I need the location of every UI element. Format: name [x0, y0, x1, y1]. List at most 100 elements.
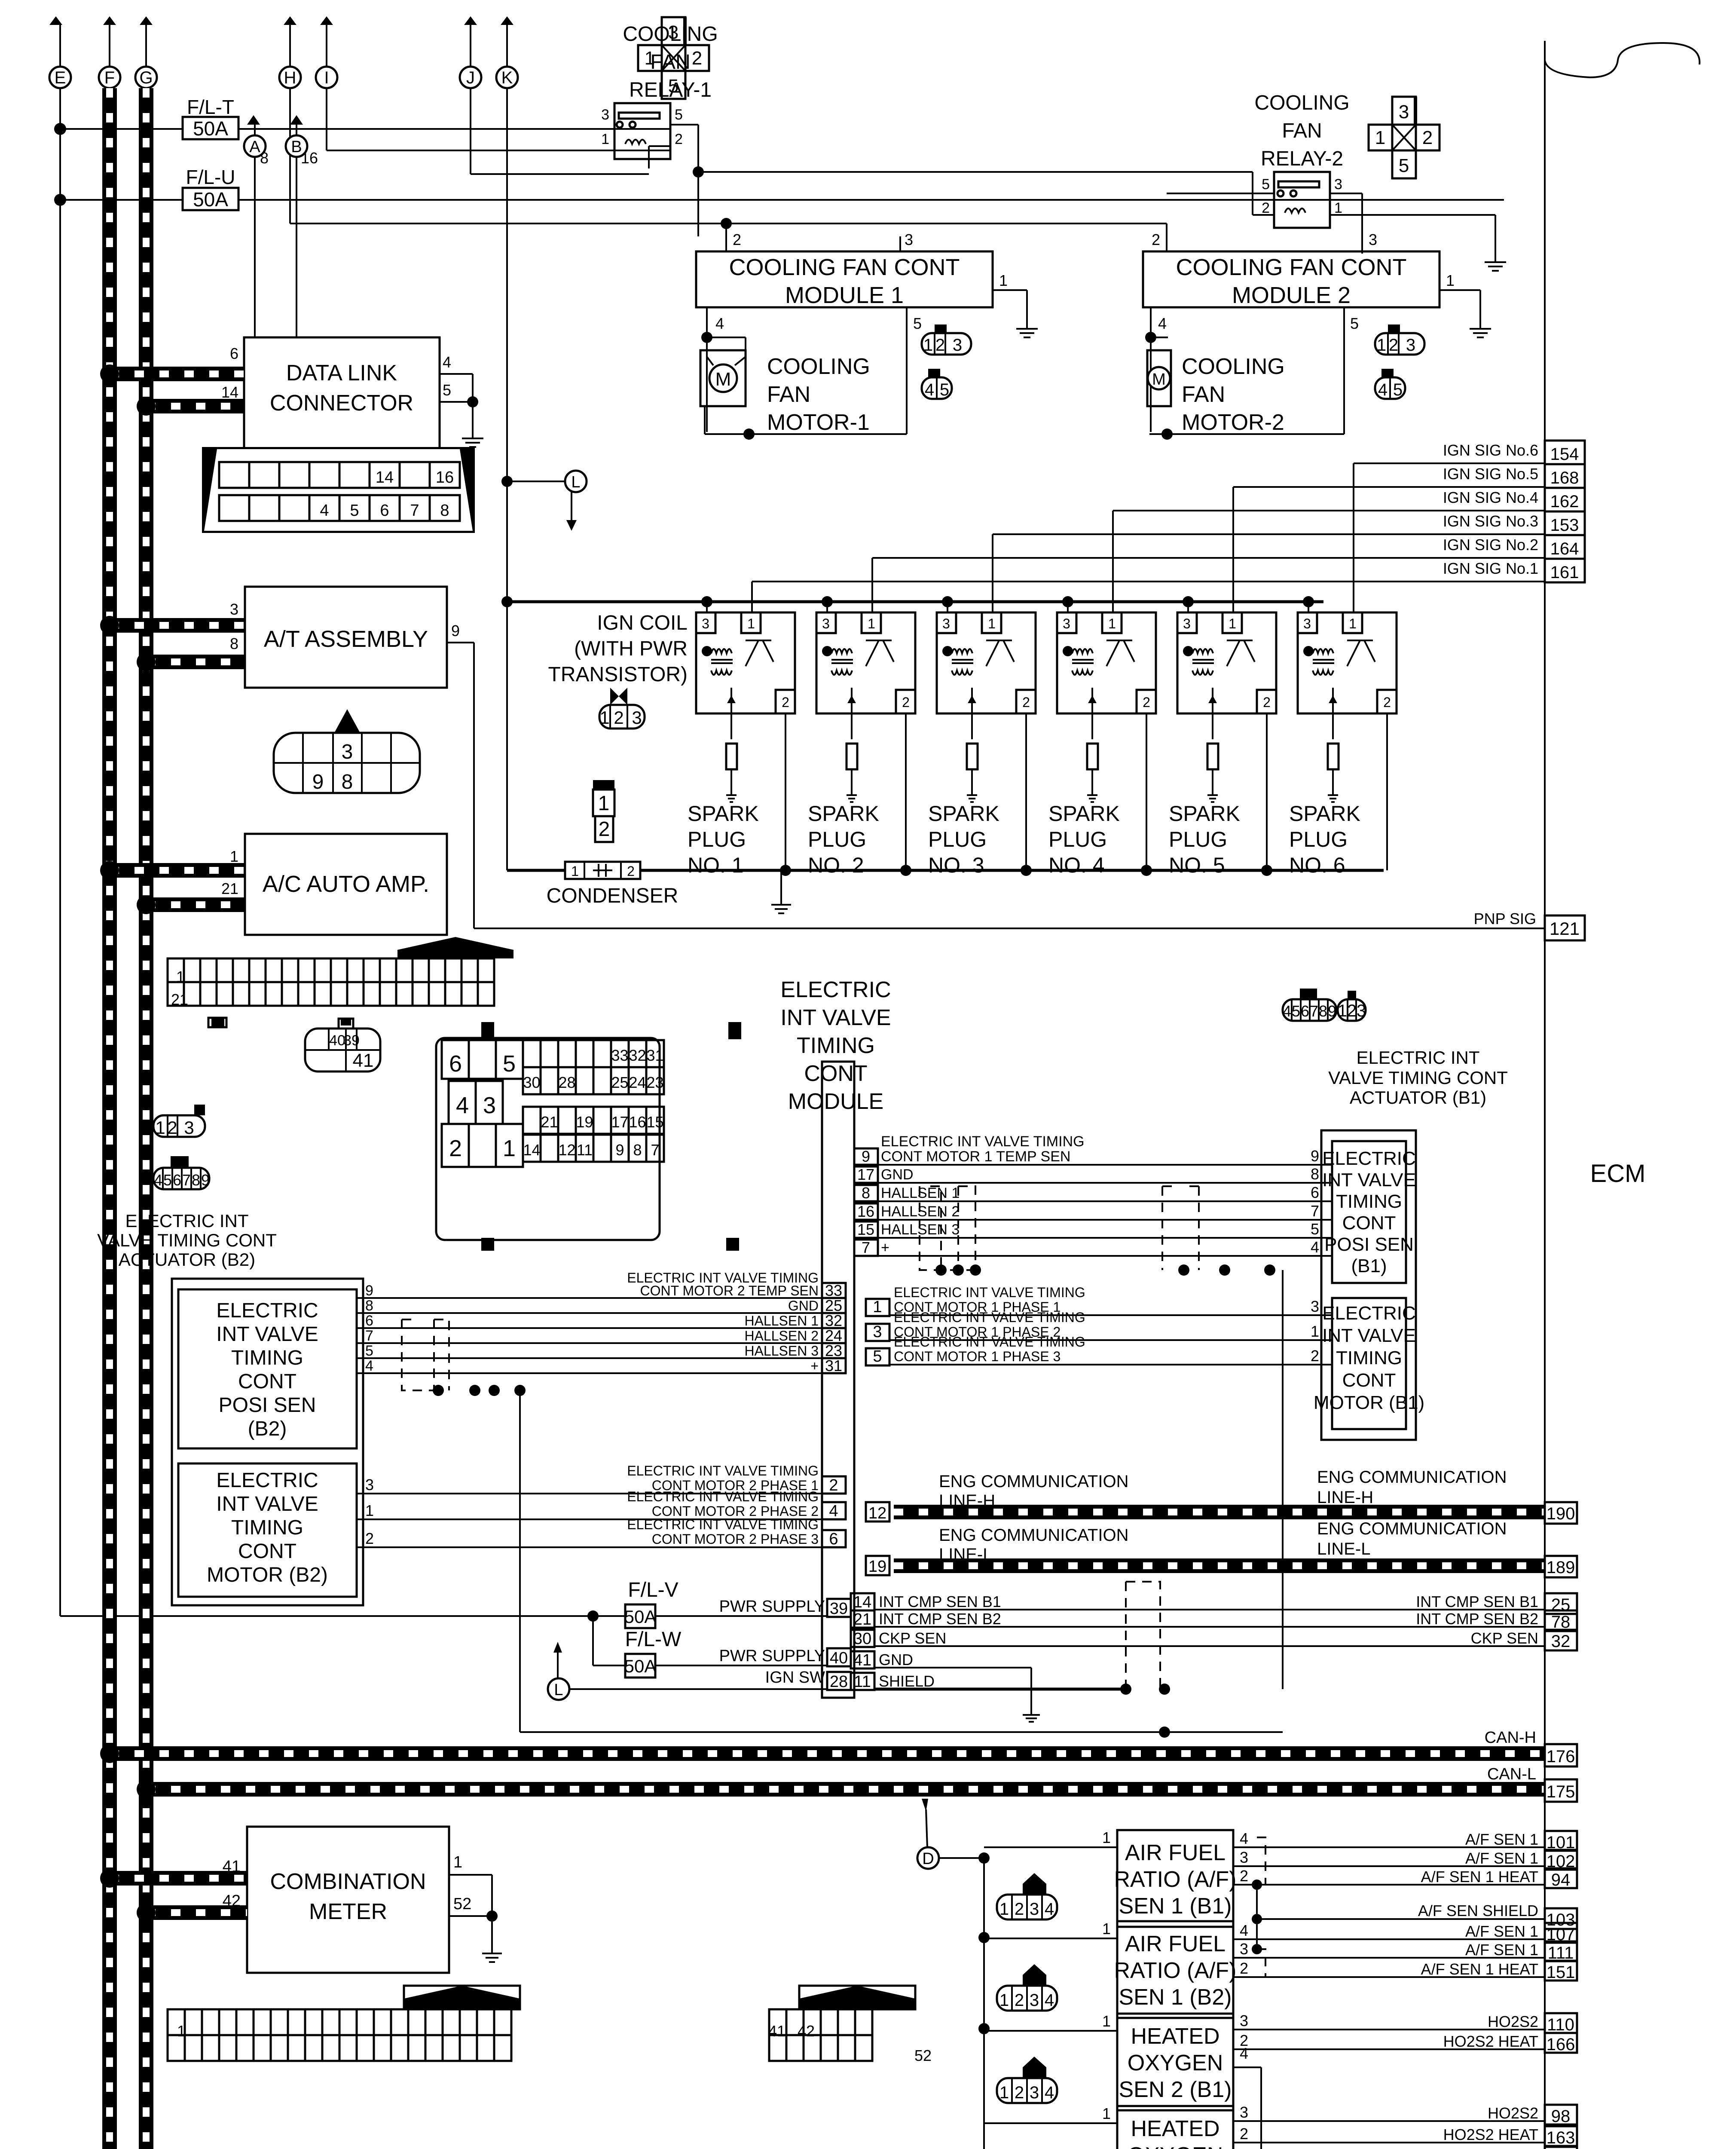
svg-text:50A: 50A [624, 1607, 657, 1627]
svg-text:28: 28 [558, 1074, 575, 1091]
ground-icon [462, 438, 483, 448]
svg-text:TIMING: TIMING [1336, 1191, 1402, 1212]
svg-text:6: 6 [829, 1530, 838, 1548]
svg-text:M: M [715, 369, 731, 390]
svg-text:A/F SEN 1: A/F SEN 1 [1465, 1831, 1538, 1848]
svg-text:24: 24 [629, 1074, 646, 1091]
svg-text:21: 21 [171, 991, 188, 1008]
coil-icon [1312, 648, 1334, 676]
svg-text:166: 166 [1547, 2035, 1575, 2054]
svg-text:ELECTRIC INT VALVE TIMING: ELECTRIC INT VALVE TIMING [627, 1270, 819, 1286]
svg-text:LINE-L: LINE-L [1317, 1540, 1371, 1558]
spark-plug-icon [966, 742, 979, 771]
svg-text:2: 2 [1240, 1867, 1248, 1885]
fan-motor-1: M COOLING FAN MOTOR-1 [699, 332, 907, 440]
svg-text:ELECTRIC INT: ELECTRIC INT [1356, 1047, 1479, 1068]
svg-text:A/F SEN SHIELD: A/F SEN SHIELD [1418, 1902, 1538, 1919]
svg-text:9: 9 [862, 1148, 870, 1165]
svg-text:CAN-H: CAN-H [1485, 1729, 1536, 1747]
svg-text:L: L [554, 1681, 563, 1699]
svg-text:1: 1 [230, 848, 238, 865]
svg-text:1: 1 [176, 968, 185, 986]
svg-text:CONT: CONT [804, 1061, 867, 1086]
svg-text:CKP SEN: CKP SEN [1471, 1629, 1538, 1647]
svg-text:PNP SIG: PNP SIG [1474, 910, 1536, 928]
connector-e-icon: E [48, 16, 72, 89]
svg-text:INT CMP SEN B1: INT CMP SEN B1 [879, 1593, 1001, 1610]
svg-text:NO. 6: NO. 6 [1289, 853, 1345, 877]
svg-text:2: 2 [1347, 1001, 1357, 1020]
evtc-face-41 [207, 1016, 228, 1029]
relay-1-face-icon: 3 1 2 5 [637, 16, 710, 100]
ground-icon [847, 794, 857, 803]
svg-text:ELECTRIC INT VALVE TIMING: ELECTRIC INT VALVE TIMING [894, 1334, 1085, 1350]
svg-text:2: 2 [829, 1476, 838, 1494]
svg-text:176: 176 [1547, 1747, 1575, 1766]
svg-text:PLUG: PLUG [1169, 827, 1227, 851]
svg-text:1: 1 [1311, 1322, 1319, 1340]
svg-text:PWR SUPPLY: PWR SUPPLY [719, 1598, 825, 1616]
svg-text:1: 1 [1108, 616, 1116, 631]
svg-text:CONT MOTOR 1 TEMP SEN: CONT MOTOR 1 TEMP SEN [881, 1148, 1070, 1165]
arrow-up-icon [922, 1799, 928, 1812]
ground-icon [726, 794, 737, 803]
svg-text:5: 5 [1262, 176, 1270, 193]
svg-text:INT CMP SEN B2: INT CMP SEN B2 [1416, 1610, 1538, 1628]
spark-plug-icon [1206, 742, 1219, 771]
svg-text:DATA LINK: DATA LINK [286, 361, 397, 386]
svg-text:3: 3 [905, 231, 913, 248]
svg-text:ACTUATOR (B1): ACTUATOR (B1) [1350, 1087, 1486, 1108]
svg-text:IGN SW: IGN SW [765, 1668, 825, 1687]
connector-g-icon: G [134, 16, 158, 89]
svg-text:19: 19 [868, 1558, 886, 1576]
svg-text:4: 4 [1045, 1900, 1054, 1919]
spark-plug-icon [845, 742, 859, 771]
svg-text:ELECTRIC INT VALVE TIMING: ELECTRIC INT VALVE TIMING [894, 1285, 1085, 1300]
svg-text:CONT MOTOR 2 PHASE 3: CONT MOTOR 2 PHASE 3 [652, 1531, 819, 1547]
svg-text:2: 2 [614, 707, 623, 728]
ground-icon [1016, 328, 1038, 338]
svg-text:2: 2 [599, 818, 610, 841]
svg-text:5: 5 [1292, 1002, 1300, 1020]
svg-text:F/L-U: F/L-U [186, 166, 235, 188]
svg-text:SPARK: SPARK [1048, 802, 1120, 826]
svg-text:1: 1 [1338, 1001, 1347, 1020]
svg-text:COOLING: COOLING [1182, 354, 1285, 379]
svg-text:PLUG: PLUG [808, 827, 866, 851]
svg-text:2: 2 [782, 695, 789, 710]
svg-text:2: 2 [1240, 2032, 1248, 2049]
svg-text:3: 3 [1240, 2103, 1248, 2121]
svg-text:GND: GND [788, 1298, 819, 1313]
svg-text:PLUG: PLUG [1048, 827, 1107, 851]
svg-text:RELAY-1: RELAY-1 [629, 79, 712, 101]
svg-text:SHIELD: SHIELD [879, 1672, 935, 1690]
svg-text:3: 3 [668, 22, 679, 43]
can-bus-vertical [102, 88, 153, 2149]
svg-text:4: 4 [829, 1502, 838, 1520]
svg-text:4: 4 [715, 315, 724, 332]
svg-text:2: 2 [1022, 695, 1030, 710]
svg-text:POSI SEN: POSI SEN [1324, 1234, 1414, 1255]
ac-amp-face-icon: 1 21 [166, 937, 513, 1008]
svg-text:16: 16 [629, 1113, 646, 1131]
pnp-signal: PNP SIG 121 [1474, 910, 1586, 942]
svg-text:ENG COMMUNICATION: ENG COMMUNICATION [939, 1526, 1128, 1545]
svg-text:TIMING: TIMING [231, 1516, 303, 1539]
svg-text:NO. 4: NO. 4 [1048, 853, 1105, 877]
svg-text:5: 5 [940, 380, 949, 399]
svg-text:7: 7 [1311, 1202, 1319, 1220]
svg-text:40: 40 [329, 1032, 345, 1049]
svg-text:E: E [55, 68, 66, 87]
svg-text:MOTOR-1: MOTOR-1 [767, 410, 870, 435]
svg-text:3: 3 [942, 616, 950, 631]
svg-text:5: 5 [1399, 155, 1409, 176]
spark-plug-icon [1326, 742, 1340, 771]
svg-text:COOLING: COOLING [623, 23, 718, 46]
svg-text:ELECTRIC: ELECTRIC [216, 1469, 318, 1492]
svg-text:3: 3 [1183, 616, 1191, 631]
ground-icon [771, 904, 791, 914]
